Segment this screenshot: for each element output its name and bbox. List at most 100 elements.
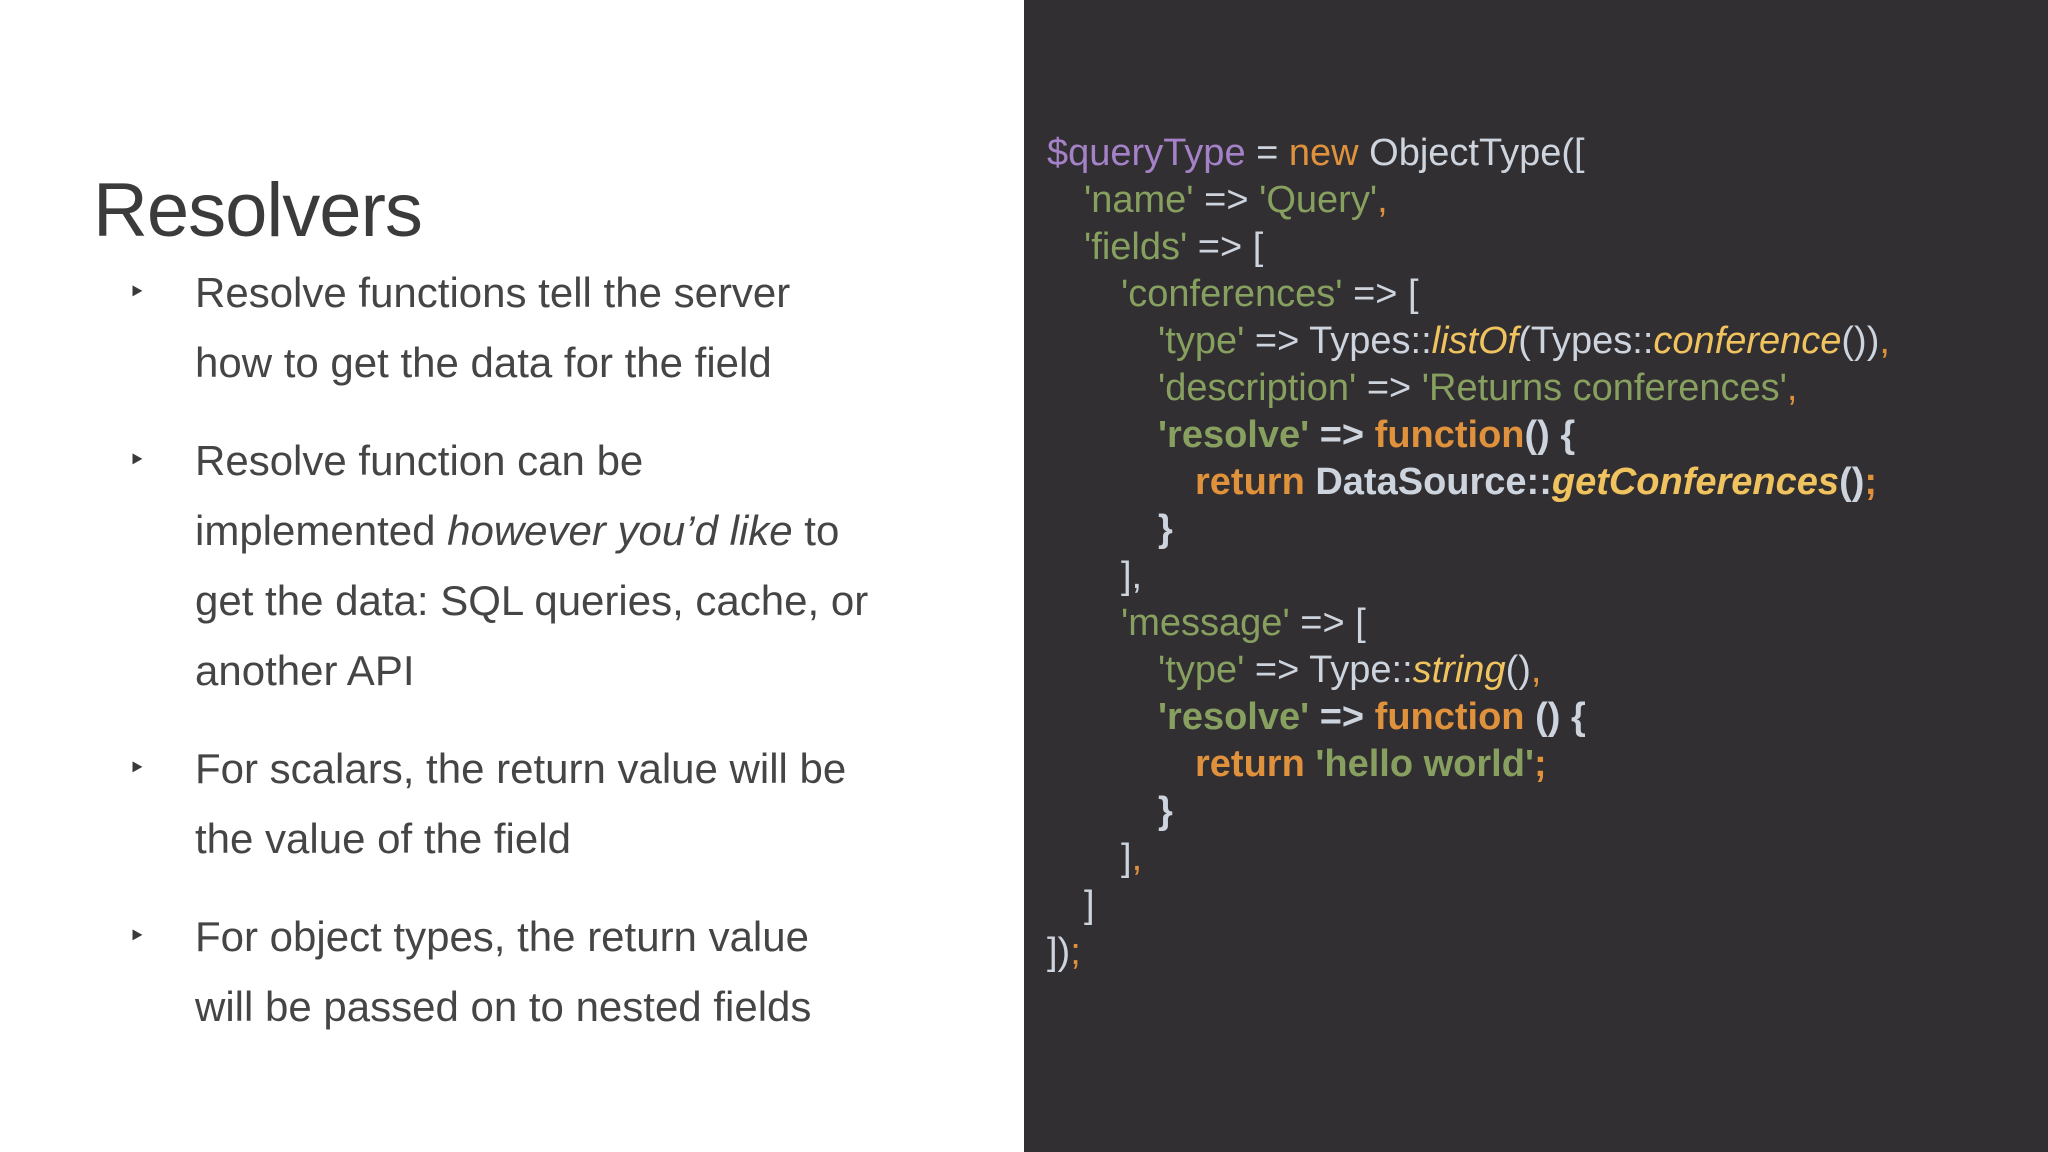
code-line: 'resolve' => function() {: [1024, 412, 2048, 459]
code-line: ],: [1024, 553, 2048, 600]
code-line: }: [1024, 788, 2048, 835]
code-token: => [: [1187, 226, 1264, 268]
bullet-text-segment: Resolve function can be: [195, 437, 644, 484]
code-token: new: [1288, 132, 1359, 174]
bullet-text-segment: get the data: SQL queries, cache, or: [195, 577, 869, 624]
bullet-text-segment: the value of the field: [195, 815, 571, 862]
bullet-text-line: get the data: SQL queries, cache, or: [195, 566, 958, 636]
bullet-text-line: For object types, the return value: [195, 902, 958, 972]
code-line: 'resolve' => function () {: [1024, 694, 2048, 741]
bullet-list: ‣ Resolve functions tell the server how to…: [128, 258, 958, 1070]
code-token: () {: [1524, 696, 1586, 738]
code-token: function: [1374, 414, 1525, 456]
code-token: =>: [1309, 696, 1375, 738]
code-token: 'name': [1084, 179, 1194, 221]
code-line: 'conferences' => [: [1024, 271, 2048, 318]
code-token: () {: [1524, 414, 1576, 456]
code-token: DataSource::: [1315, 461, 1552, 503]
code-token: function: [1374, 696, 1525, 738]
code-token: Type::: [1309, 649, 1413, 691]
code-token: ,: [1530, 649, 1542, 691]
code-token: (): [1505, 649, 1531, 691]
bullet-text-segment: how to get the data for the field: [195, 339, 772, 386]
code-token: 'Returns conferences': [1421, 367, 1787, 409]
code-token: conference: [1653, 320, 1842, 362]
code-token: 'resolve': [1158, 414, 1310, 456]
bullet-text-line: For scalars, the return value will be: [195, 734, 958, 804]
code-token: 'fields': [1084, 226, 1188, 268]
code-token: }: [1158, 508, 1173, 550]
code-token: return: [1195, 743, 1316, 785]
code-token: Types::: [1309, 320, 1432, 362]
code-token: ;: [1070, 931, 1081, 973]
code-line: return DataSource::getConferences();: [1024, 459, 2048, 506]
code-line: }: [1024, 506, 2048, 553]
code-token: =: [1245, 132, 1289, 174]
code-line: 'description' => 'Returns conferences',: [1024, 365, 2048, 412]
slide-title: Resolvers: [93, 167, 423, 253]
bullet-text-line: how to get the data for the field: [195, 328, 958, 398]
bullet-triangle-icon: ‣: [128, 752, 146, 785]
code-token: getConferences: [1551, 461, 1840, 503]
code-token: ;: [1864, 461, 1878, 503]
code-token: =>: [1244, 320, 1310, 362]
code-token: string: [1412, 649, 1506, 691]
code-token: =>: [1193, 179, 1260, 221]
code-line: ]);: [1024, 929, 2048, 976]
code-line: ],: [1024, 835, 2048, 882]
code-token: ,: [1786, 367, 1798, 409]
code-line: 'message' => [: [1024, 600, 2048, 647]
bullet-text-segment: For object types, the return value: [195, 913, 809, 960]
code-token: 'description': [1158, 367, 1357, 409]
code-line: 'fields' => [: [1024, 224, 2048, 271]
code-token: 'conferences': [1121, 273, 1343, 315]
code-token: ]: [1084, 884, 1095, 926]
code-line: return 'hello world';: [1024, 741, 2048, 788]
bullet-triangle-icon: ‣: [128, 444, 146, 477]
code-token: 'resolve': [1158, 696, 1310, 738]
code-panel: $queryType = new ObjectType(['name' => '…: [1024, 0, 2048, 1152]
bullet-item: ‣ For object types, the return value will …: [128, 902, 958, 1042]
code-token: (Types::: [1518, 320, 1654, 362]
bullet-text-segment: to: [792, 507, 840, 554]
code-token: ;: [1534, 743, 1547, 785]
code-token: 'Query': [1259, 179, 1378, 221]
code-token: ]: [1121, 837, 1132, 879]
code-token: ()): [1841, 320, 1880, 362]
code-line: $queryType = new ObjectType([: [1024, 130, 2048, 177]
bullet-text-line: Resolve functions tell the server: [195, 258, 958, 328]
code-token: =>: [1356, 367, 1422, 409]
code-token: ]): [1047, 931, 1071, 973]
code-line: ]: [1024, 882, 2048, 929]
bullet-text-line: implemented however you’d like to: [195, 496, 958, 566]
bullet-text-segment: implemented: [195, 507, 448, 554]
code-token: 'type': [1158, 320, 1245, 362]
code-token: }: [1158, 790, 1173, 832]
bullet-text-line: will be passed on to nested fields: [195, 972, 958, 1042]
code-token: return: [1195, 461, 1316, 503]
code-line: 'type' => Type::string(),: [1024, 647, 2048, 694]
bullet-text-segment: For scalars, the return value will be: [195, 745, 847, 792]
bullet-item: ‣ Resolve function can be implemented howe…: [128, 426, 958, 706]
bullet-text-segment: will be passed on to nested fields: [195, 983, 812, 1030]
bullet-text-segment: Resolve functions tell the server: [195, 269, 791, 316]
code-token: 'type': [1158, 649, 1245, 691]
code-line: 'name' => 'Query',: [1024, 177, 2048, 224]
code-token: =>: [1244, 649, 1310, 691]
bullet-triangle-icon: ‣: [128, 276, 146, 309]
code-token: ,: [1879, 320, 1890, 362]
code-token: ,: [1377, 179, 1388, 221]
bullet-item: ‣ Resolve functions tell the server how to…: [128, 258, 958, 398]
bullet-text-line: Resolve function can be: [195, 426, 958, 496]
code-token: ObjectType([: [1358, 132, 1585, 174]
code-token: 'message': [1121, 602, 1290, 644]
code-line: 'type' => Types::listOf(Types::conferenc…: [1024, 318, 2048, 365]
bullet-triangle-icon: ‣: [128, 920, 146, 953]
code-token: ,: [1131, 837, 1143, 879]
bullet-text-segment: however you’d like: [447, 507, 793, 554]
code-token: =>: [1309, 414, 1375, 456]
code-token: $queryType: [1047, 132, 1246, 174]
bullet-text-segment: another API: [195, 647, 415, 694]
code-token: (): [1839, 461, 1865, 503]
